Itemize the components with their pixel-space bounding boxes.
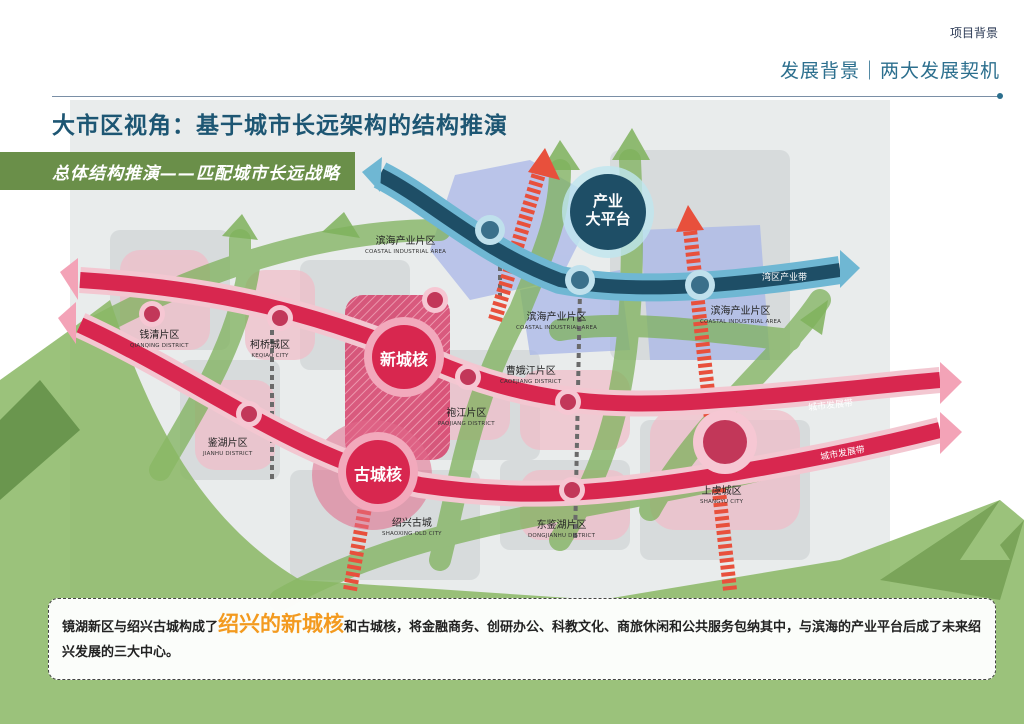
green-arrow-heads [222, 128, 828, 335]
new-city-core-circle [372, 325, 436, 389]
bay-industry-band [376, 168, 842, 295]
header-divider-dot [997, 93, 1003, 99]
main-heading: 大市区视角：基于城市长远架构的结构推演 [52, 113, 508, 139]
growth-arrow-heads [528, 148, 704, 232]
bay-band-arrow-head [840, 250, 860, 288]
city-band-arrow-heads [58, 258, 962, 454]
sub-banner [0, 152, 355, 190]
green-right-arrow [880, 500, 1024, 600]
section-label: 项目背景 [949, 26, 998, 40]
industry-platform-label: 产业 大平台 [585, 192, 631, 228]
page-subtitle: 发展背景｜两大发展契机 [779, 60, 1000, 82]
industry-platform-circle [570, 174, 646, 250]
header-divider [52, 96, 1000, 97]
bay-band-tail [362, 157, 382, 192]
city-nodes [139, 287, 757, 503]
city-development-bands [74, 267, 944, 507]
old-city-core-label: 古城核 [353, 465, 402, 484]
description-text: 镜湖新区与绍兴古城构成了绍兴的新城核和古城核，将金融商务、创研办公、科教文化、商… [62, 612, 982, 665]
industry-nodes [475, 215, 715, 300]
description-box [48, 598, 996, 680]
old-city-core-circle [346, 440, 410, 504]
new-city-core-label: 新城核 [379, 350, 428, 369]
description-highlight: 绍兴的新城核 [218, 612, 345, 636]
description-part1: 镜湖新区与绍兴古城构成了 [62, 620, 219, 635]
green-left-edge [0, 380, 80, 500]
description-part2: 和古城核，将金融商务、创研办公、科教文化、商旅休闲和公共服务包纳其中，与滨海的产… [62, 620, 982, 660]
sub-banner-text: 总体结构推演——匹配城市长远战略 [52, 164, 340, 184]
bay-industry-band-label: 湾区产业带 [762, 273, 808, 283]
